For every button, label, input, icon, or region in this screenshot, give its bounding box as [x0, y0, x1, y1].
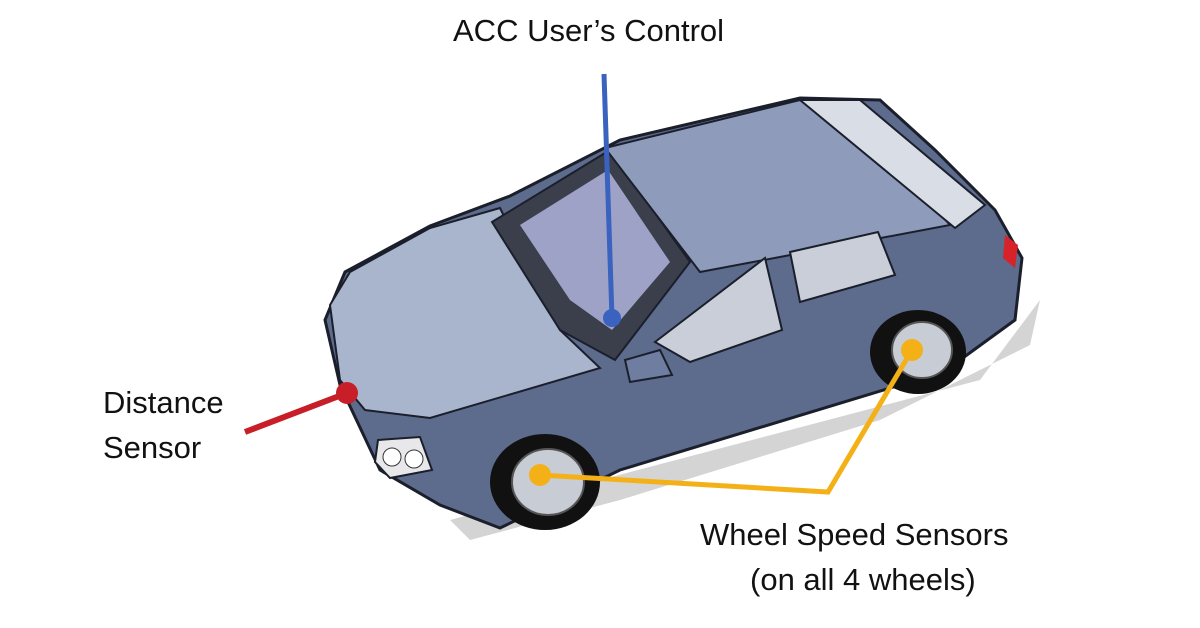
distance-sensor-marker: [336, 382, 358, 404]
rear-side-window: [788, 230, 897, 304]
headlight-lens: [404, 449, 424, 469]
wheel-sensor-pointer: [539, 348, 915, 495]
headlight: [373, 435, 434, 480]
front-wheel-sensor-marker: [529, 464, 551, 486]
distance-sensor-label-line1: Distance: [103, 385, 224, 420]
distance-sensor-pointer: [243, 390, 349, 435]
headlight-lens: [382, 447, 402, 467]
acc-control-pointer: [601, 73, 615, 319]
distance-sensor-label-line2: Sensor: [103, 430, 202, 465]
rear-wheel-sensor-marker: [901, 339, 923, 361]
tail-light: [1003, 235, 1018, 268]
rear-window: [797, 99, 987, 230]
wheel-sensors-label-line2: (on all 4 wheels): [750, 562, 976, 597]
front-side-window: [653, 256, 784, 364]
wheel-sensors-label-line1: Wheel Speed Sensors: [700, 517, 1009, 552]
side-mirror: [623, 348, 674, 384]
acc-control-label: ACC User’s Control: [453, 13, 725, 48]
windshield-glass: [520, 170, 670, 330]
acc-control-marker: [603, 309, 621, 327]
